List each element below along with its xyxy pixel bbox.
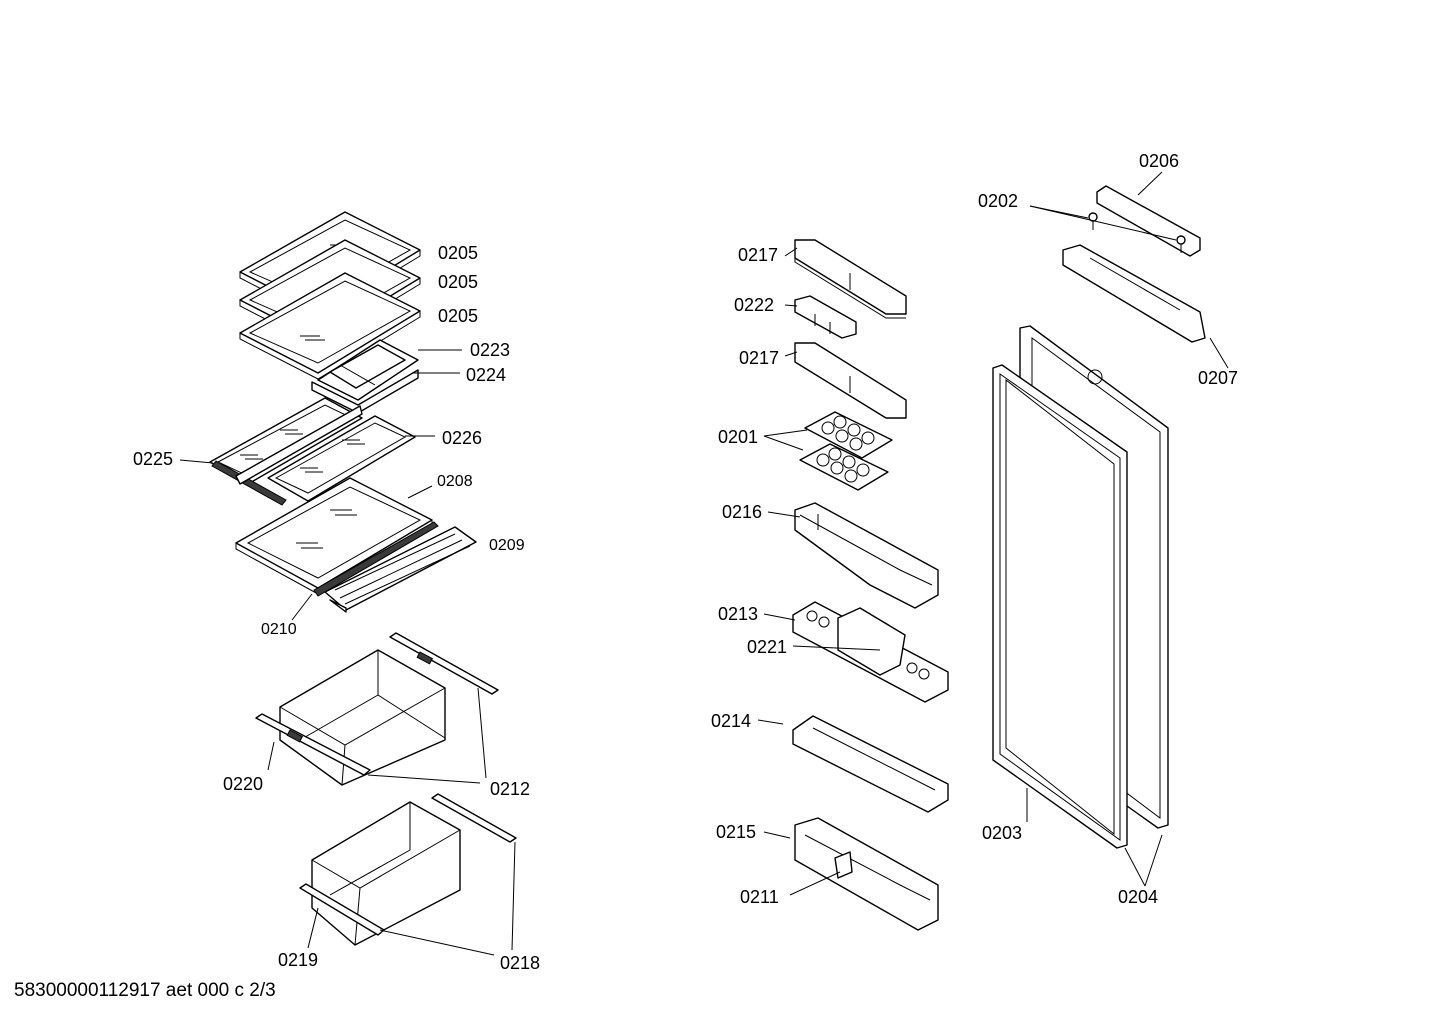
label-0203: 0203	[982, 823, 1022, 843]
crisper-drawer-lower	[311, 801, 461, 946]
label-0205-a: 0205	[438, 243, 478, 263]
label-0225: 0225	[133, 449, 173, 469]
bottle-holder-0222	[794, 295, 857, 339]
label-0213: 0213	[718, 604, 758, 624]
label-0212: 0212	[490, 779, 530, 799]
label-0204: 0204	[1118, 887, 1158, 907]
label-0209: 0209	[489, 537, 525, 554]
rails-upper	[255, 632, 499, 776]
door-bin-0216	[794, 502, 939, 609]
split-shelf-left	[209, 397, 363, 506]
leader-lines	[179, 171, 1229, 956]
label-0211: 0211	[740, 887, 779, 907]
label-0217-a: 0217	[738, 245, 778, 265]
label-0224: 0224	[466, 365, 506, 385]
label-0223: 0223	[470, 340, 510, 360]
door-bin-0215	[794, 817, 939, 931]
label-0220: 0220	[223, 774, 263, 794]
vent-grille	[324, 526, 477, 613]
door-hinge-cover-0206	[1096, 185, 1201, 257]
label-0215: 0215	[716, 822, 756, 842]
door-bin-0214	[792, 715, 949, 813]
label-0207: 0207	[1198, 368, 1238, 388]
shelf-trim	[313, 521, 439, 597]
label-0205-b: 0205	[438, 272, 478, 292]
chiller-drawer	[311, 339, 419, 414]
label-0226: 0226	[442, 428, 482, 448]
egg-tray-0201	[799, 411, 893, 491]
label-0217-b: 0217	[739, 348, 779, 368]
label-0208: 0208	[437, 473, 473, 490]
crisper-drawer-upper	[279, 649, 446, 786]
label-0222: 0222	[734, 295, 774, 315]
label-0216: 0216	[722, 502, 762, 522]
label-0205-c: 0205	[438, 306, 478, 326]
split-shelf-right	[267, 415, 416, 502]
label-0221: 0221	[747, 637, 787, 657]
door-shelf-0217-upper	[794, 239, 907, 319]
door-hinge-0207	[1062, 244, 1206, 343]
label-0218: 0218	[500, 953, 540, 973]
label-0219: 0219	[278, 950, 318, 970]
document-id: 58300000112917 aet 000 c 2/3	[14, 980, 276, 1001]
label-0206: 0206	[1139, 151, 1179, 171]
door-gasket-0203	[992, 364, 1128, 849]
label-0201: 0201	[718, 427, 758, 447]
label-0202: 0202	[978, 191, 1018, 211]
label-0210: 0210	[261, 621, 297, 638]
door-shelf-0217-lower	[794, 342, 907, 419]
rails-lower	[299, 793, 517, 936]
glass-shelf-lower	[239, 272, 421, 380]
door-bin-0213	[792, 601, 949, 703]
label-0214: 0214	[711, 711, 751, 731]
